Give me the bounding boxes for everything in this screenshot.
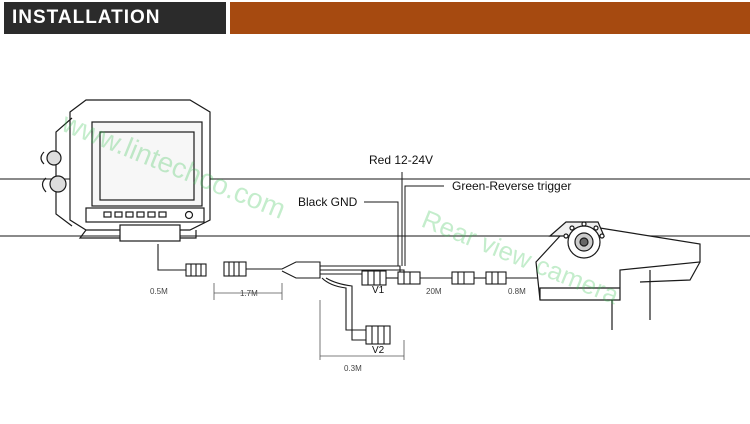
dim-0-3m: 0.3M bbox=[344, 364, 362, 373]
dimension-lines bbox=[213, 283, 405, 360]
dim-0-5m: 0.5M bbox=[150, 287, 168, 296]
dim-20m: 20M bbox=[426, 287, 442, 296]
header-bar: INSTALLATION DIAGRAM bbox=[0, 0, 750, 60]
monitor-icon bbox=[40, 99, 211, 242]
dim-0-8m: 0.8M bbox=[508, 287, 526, 296]
power-leads bbox=[364, 172, 444, 266]
black-gnd-label: Black GND bbox=[298, 195, 358, 209]
v1-label: V1 bbox=[372, 285, 385, 296]
rear-camera-icon bbox=[535, 221, 701, 330]
red-power-label: Red 12-24V bbox=[369, 153, 433, 167]
extension-cable bbox=[397, 271, 540, 285]
monitor-cable bbox=[157, 244, 405, 341]
v1-connector bbox=[361, 270, 398, 286]
v2-connector bbox=[365, 325, 391, 345]
v2-label: V2 bbox=[372, 345, 385, 356]
diagram-title: INSTALLATION DIAGRAM bbox=[4, 2, 226, 60]
green-trigger-label: Green-Reverse trigger bbox=[452, 179, 571, 193]
title-accent-bar bbox=[230, 2, 750, 34]
dim-1-7m: 1.7M bbox=[240, 289, 258, 298]
